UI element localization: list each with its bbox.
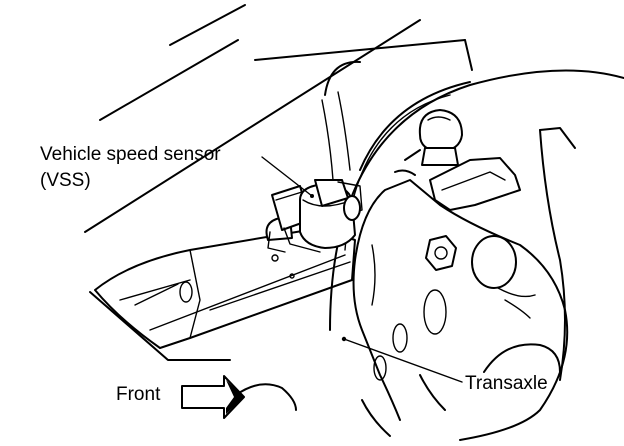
front-label: Front (116, 384, 161, 405)
vss-label-line1: Vehicle speed sensor (40, 144, 221, 165)
breather-fitting (418, 109, 463, 166)
transaxle-leader-dot (341, 336, 347, 342)
transaxle-label: Transaxle (465, 373, 548, 394)
right-arrow-icon (181, 375, 245, 419)
extension-housing (89, 227, 356, 361)
lower-curves (235, 343, 561, 437)
vss-label-line2: (VSS) (40, 170, 91, 191)
mount-bracket (394, 149, 521, 211)
leader-lines (261, 156, 463, 383)
body-panel-lines (84, 4, 473, 233)
transaxle-case (352, 179, 569, 441)
vehicle-speed-sensor (265, 179, 363, 253)
vss-leader-dot (310, 194, 314, 198)
